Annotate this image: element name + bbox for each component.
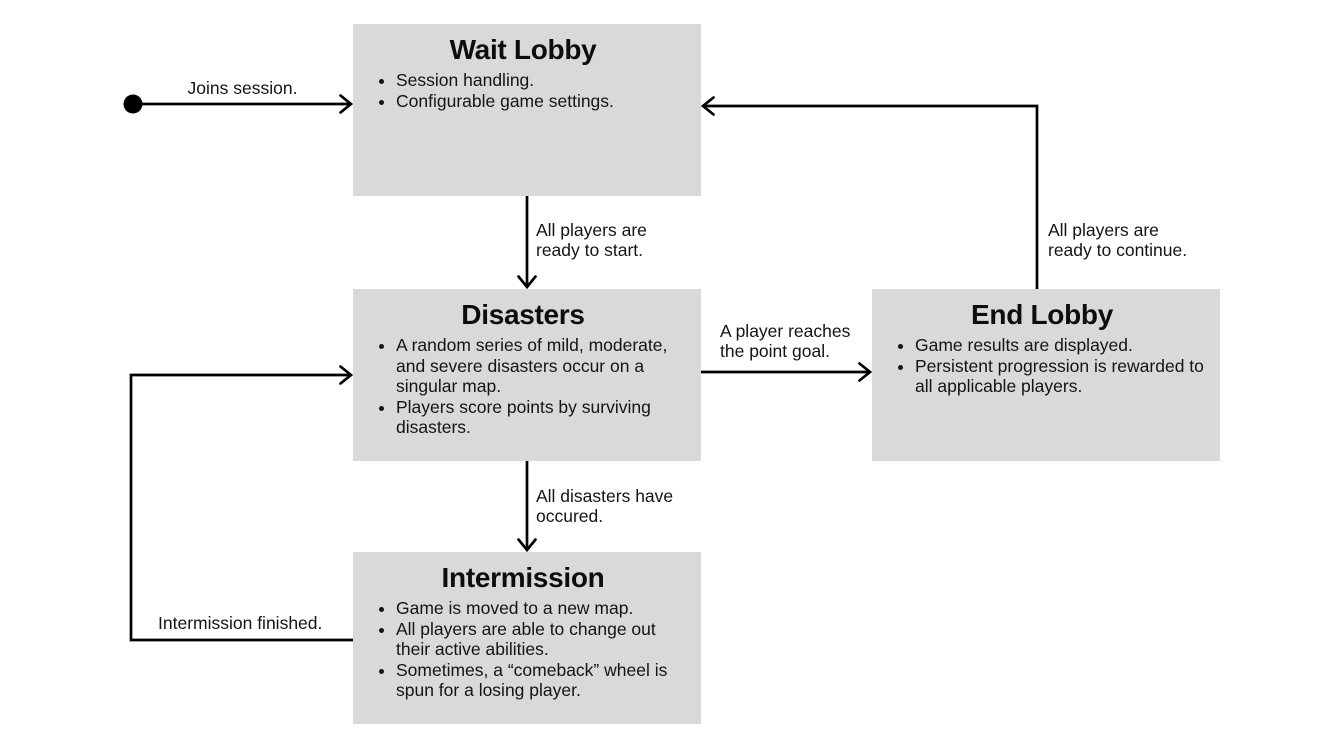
edge-label-intermission-finished: Intermission finished. — [158, 613, 323, 633]
initial-state-dot — [123, 94, 143, 114]
edge-label-ready-to-continue: All players are ready to continue. — [1048, 220, 1188, 260]
node-bullet-list-intermission: Game is moved to a new map.All players a… — [353, 598, 693, 701]
node-bullet-list-wait-lobby: Session handling.Configurable game setti… — [353, 70, 693, 111]
edge-ready-to-continue-arrow — [703, 106, 1039, 289]
node-end-lobby: End Lobby Game results are displayed.Per… — [872, 289, 1220, 461]
node-bullet-list-end-lobby: Game results are displayed.Persistent pr… — [872, 335, 1212, 397]
bullet-item: A random series of mild, moderate, and s… — [396, 335, 693, 397]
bullet-item: Players score points by surviving disast… — [396, 397, 693, 438]
edge-label-ready-to-start: All players are ready to start. — [536, 220, 647, 260]
bullet-item: Persistent progression is rewarded to al… — [915, 356, 1212, 397]
node-disasters: Disasters A random series of mild, moder… — [353, 289, 701, 461]
edge-label-disasters-occured: All disasters have occured. — [536, 486, 674, 526]
node-title-wait-lobby: Wait Lobby — [449, 34, 597, 65]
edge-label-point-goal: A player reaches the point goal. — [720, 321, 851, 361]
bullet-item: Session handling. — [396, 70, 693, 91]
bullet-item: All players are able to change out their… — [396, 619, 693, 660]
node-title-intermission: Intermission — [441, 562, 605, 593]
bullet-item: Game is moved to a new map. — [396, 598, 693, 619]
edge-intermission-finished-arrow — [129, 375, 353, 642]
bullet-item: Sometimes, a “comeback” wheel is spun fo… — [396, 660, 693, 701]
node-bullet-list-disasters: A random series of mild, moderate, and s… — [353, 335, 693, 438]
bullet-item: Configurable game settings. — [396, 91, 693, 112]
edge-label-joins-session: Joins session. — [187, 78, 298, 98]
node-title-end-lobby: End Lobby — [971, 299, 1113, 330]
node-wait-lobby: Wait Lobby Session handling.Configurable… — [353, 24, 701, 196]
node-intermission: Intermission Game is moved to a new map.… — [353, 552, 701, 724]
bullet-item: Game results are displayed. — [915, 335, 1212, 356]
node-title-disasters: Disasters — [461, 299, 585, 330]
